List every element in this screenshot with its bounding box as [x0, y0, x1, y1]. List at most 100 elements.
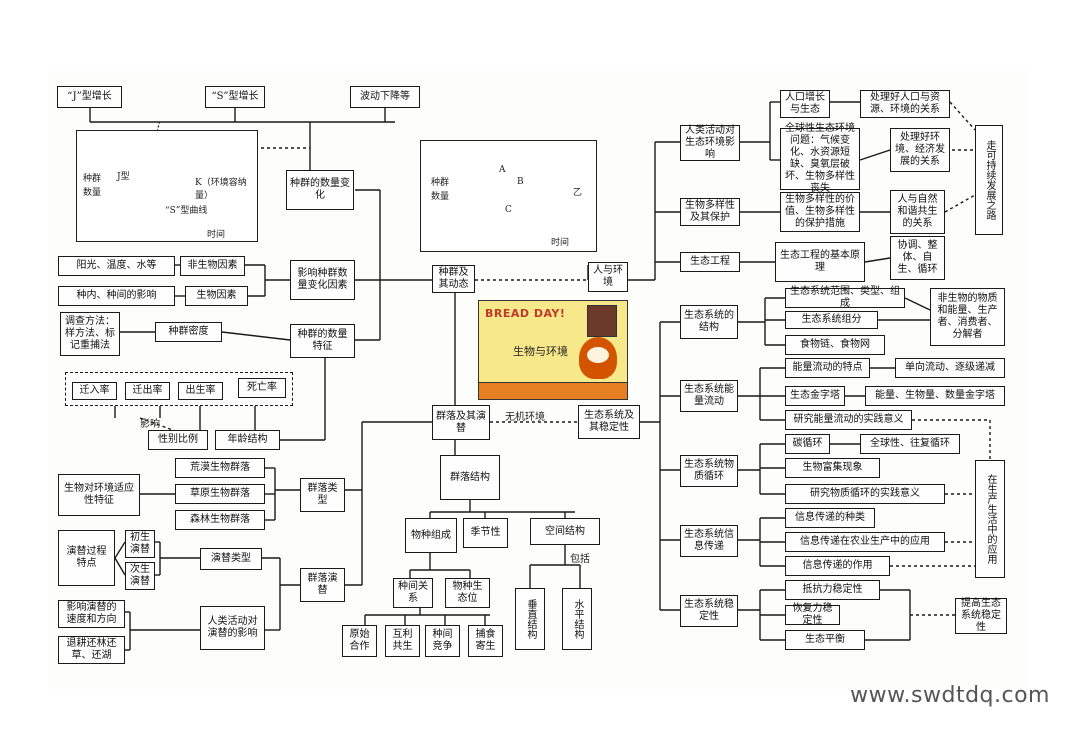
eco-pyramid-box: 生态金字塔 [785, 386, 845, 406]
energy-meaning-box: 研究能量流动的实践意义 [785, 410, 912, 430]
global-problems-box: 全球性生态环境问题：气候变化、水资源短缺、臭氧层破坏、生物多样性丧失 [780, 123, 860, 194]
graph-left-z: J型 [117, 172, 130, 182]
sex-ratio-box: 性别比例 [148, 430, 208, 450]
secondary-succession-box: 次生演替 [125, 562, 155, 590]
population-factors-box: 影响种群数量变化因素 [290, 260, 355, 300]
human-impact-env-box: 人类活动对生态环境影响 [680, 125, 740, 161]
inter-predation: 捕食寄生 [468, 625, 503, 657]
population-change-box: 种群的数量变化 [286, 170, 354, 210]
return-forest-box: 退耕还林还草、还湖 [58, 636, 125, 664]
matter-cycle-box: 生态系统物质循环 [680, 455, 738, 487]
graph-mid-x: 时间 [551, 238, 570, 248]
center-strip [479, 382, 627, 399]
population-relation-box: 处理好人口与资源、环境的关系 [860, 90, 950, 118]
eco-components-box: 生态系统组分 [785, 311, 878, 329]
pyramid-types-box: 能量、生物量、数量金字塔 [865, 386, 1005, 406]
j-curve-box: “J”型增长 [57, 86, 122, 108]
info-role-box: 信息传递的作用 [785, 556, 890, 576]
fluctuation-box: 波动下降等 [350, 86, 420, 108]
center-illustration: BREAD DAY! 生物与环境 [478, 300, 628, 400]
human-environment-box: 人与环境 [588, 262, 628, 292]
inorganic-env-label: 无机环境 [505, 412, 545, 423]
abiotic-factor-box: 非生物因素 [180, 256, 245, 276]
graph-left-y2: 数量 [83, 188, 102, 198]
graph-mid-y2: 数量 [431, 192, 450, 202]
inter-mutualism: 互利共生 [385, 625, 420, 657]
impact-speed-box: 影响演替的速度和方向 [58, 600, 125, 628]
oven-image [587, 305, 617, 337]
graph-mid-y1: 种群 [431, 178, 450, 188]
recovery-box: 恢复力稳定性 [785, 603, 840, 626]
inter-cooperation: 原始合作 [342, 625, 377, 657]
rate-emigration: 迁出率 [125, 382, 170, 400]
carbon-cycle-box: 碳循环 [785, 434, 830, 454]
eco-structure-box: 生态系统的结构 [680, 305, 738, 339]
population-features-box: 种群的数量特征 [290, 324, 355, 358]
graph-left-k: K（环境容纳量） [195, 178, 247, 201]
info-agri-box: 信息传递在农业生产中的应用 [785, 532, 945, 552]
community-types-box: 群落类型 [300, 478, 345, 512]
eco-principles-box: 生态工程的基本原理 [775, 242, 865, 282]
center-banner: BREAD DAY! [485, 307, 566, 320]
eco-balance-box: 生态平衡 [785, 630, 865, 650]
graph-mid-a: A [499, 165, 506, 175]
application-box: 在生产生活中的应用 [975, 460, 1005, 578]
eco-principle-list-box: 协调、整体、自生、循环 [890, 236, 945, 280]
vertical-structure-box: 垂直结构 [515, 588, 545, 650]
biotic-factor-box: 生物因素 [185, 286, 248, 306]
info-types-box: 信息传递的种类 [785, 508, 875, 528]
abiotic-list-box: 阳光、温度、水等 [58, 256, 175, 276]
sustainable-box: 走可持续发展之路 [975, 125, 1003, 235]
population-density-box: 种群密度 [155, 322, 222, 342]
seasonality-box: 季节性 [463, 518, 508, 548]
harmony-box: 人与自然和谐共生的关系 [890, 190, 945, 234]
community-box: 群落及其演替 [432, 405, 490, 440]
population-growth-box: 人口增长与生态 [780, 90, 830, 118]
rate-birth: 出生率 [178, 382, 223, 400]
eco-elements-box: 非生物的物质和能量、生产者、消费者、分解者 [930, 288, 1005, 346]
fluctuation-graph: 种群 数量 A B C 乙 时间 [420, 140, 597, 252]
eco-stability-box: 生态系统稳定性 [680, 595, 738, 627]
horizontal-structure-box: 水平结构 [562, 588, 592, 650]
watermark-text: www.swdtdq.com [850, 683, 1050, 708]
biodiversity-box: 生物多样性及其保护 [680, 198, 740, 226]
bio-accumulation-box: 生物富集现象 [785, 458, 880, 478]
graph-left-s: “S”型曲线 [165, 206, 208, 216]
density-method-box: 调查方法：样方法、标记重捕法 [60, 312, 120, 356]
succession-feature-box: 演替过程特点 [58, 530, 115, 586]
improve-stability-box: 提高生态系统稳定性 [955, 598, 1007, 634]
spatial-structure-box: 空间结构 [530, 518, 600, 545]
info-transfer-box: 生态系统信息传递 [680, 525, 738, 557]
include-label: 包括 [570, 554, 590, 565]
species-composition-box: 物种组成 [405, 518, 457, 553]
graph-mid-c: C [505, 205, 512, 215]
population-dynamics-box: 种群及其动态 [432, 265, 475, 293]
rate-immigration: 迁入率 [72, 382, 117, 400]
type-desert: 荒漠生物群落 [175, 458, 265, 478]
center-title: 生物与环境 [513, 345, 568, 358]
succession-box: 群落演替 [300, 568, 345, 602]
rate-death: 死亡率 [238, 378, 286, 398]
age-structure-box: 年龄结构 [215, 430, 280, 450]
eco-scope-box: 生态系统范围、类型、组成 [785, 286, 905, 309]
human-impact-box: 人类活动对演替的影响 [200, 606, 265, 650]
energy-flow-box: 生态系统能量流动 [680, 380, 738, 412]
s-curve-box: “S”型增长 [205, 86, 265, 108]
graph-mid-d: 乙 [573, 188, 583, 198]
energy-feature-desc-box: 单向流动、逐级递减 [895, 358, 1005, 378]
niche-box: 物种生态位 [445, 578, 490, 608]
biotic-list-box: 种内、种间的影响 [58, 286, 175, 306]
graph-left-y1: 种群 [83, 174, 102, 184]
interspecies-box: 种间关系 [393, 578, 433, 608]
carbon-cycle-desc-box: 全球性、往复循环 [860, 434, 960, 454]
red-panda-image [579, 337, 617, 379]
energy-feature-box: 能量流动的特点 [785, 358, 870, 378]
eco-engineering-box: 生态工程 [680, 252, 740, 272]
resistance-box: 抵抗力稳定性 [785, 580, 880, 600]
graph-mid-b: B [517, 177, 524, 187]
type-grassland: 草原生物群落 [175, 484, 265, 504]
type-forest: 森林生物群落 [175, 510, 265, 530]
ecosystem-box: 生态系统及其稳定性 [578, 405, 640, 439]
s-curve-graph: 种群 数量 K（环境容纳量） “S”型曲线 时间 J型 [76, 130, 258, 242]
primary-succession-box: 初生演替 [125, 530, 155, 558]
